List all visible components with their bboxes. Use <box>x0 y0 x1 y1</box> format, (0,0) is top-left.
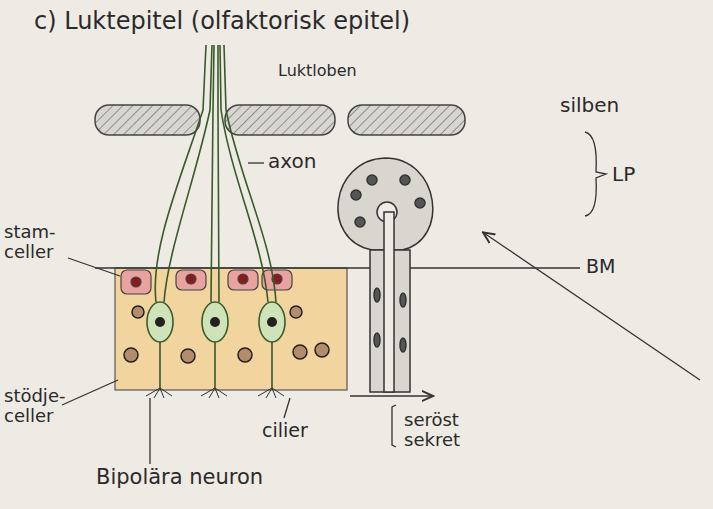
bipolar-neuron <box>146 45 285 398</box>
part-label: stödje- celler <box>4 386 66 426</box>
part-label: LP <box>612 163 635 185</box>
part-label: Bipolära neuron <box>96 466 263 489</box>
part-label: Luktloben <box>278 62 357 80</box>
part-label: stam- celler <box>4 222 66 262</box>
epithelium <box>115 268 347 390</box>
part-label: silben <box>560 94 619 116</box>
title: c) Luktepitel (olfaktorisk epitel) <box>34 8 410 34</box>
part-label: BM <box>586 256 615 277</box>
part-label: cilier <box>262 420 308 441</box>
part-label: axon <box>268 150 316 172</box>
basement-membrane <box>95 267 580 269</box>
bowman-gland <box>338 158 433 392</box>
leader-line <box>62 132 700 464</box>
part-label: seröst sekret <box>404 410 474 450</box>
bone-plate <box>95 105 465 135</box>
